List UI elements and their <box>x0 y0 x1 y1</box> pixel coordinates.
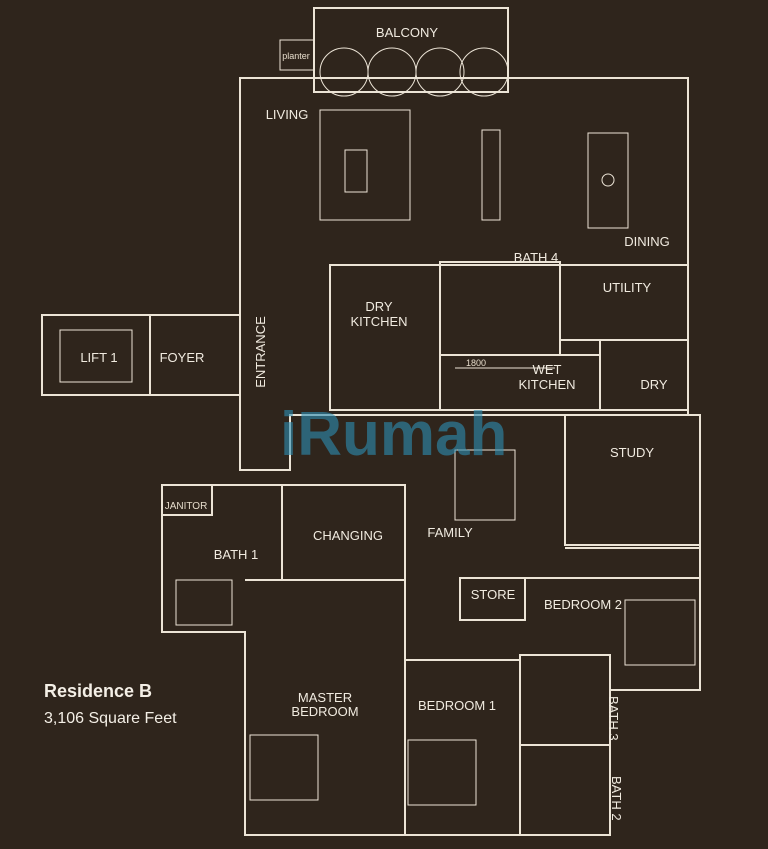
label-master-1: MASTER <box>298 690 352 705</box>
label-store: STORE <box>471 587 516 602</box>
label-entrance: ENTRANCE <box>253 316 268 388</box>
label-foyer: FOYER <box>160 350 205 365</box>
label-bath2: BATH 2 <box>609 776 624 821</box>
residence-area: 3,106 Square Feet <box>44 710 177 727</box>
label-dry-kitchen-2: KITCHEN <box>350 314 407 329</box>
utility-area <box>559 264 689 341</box>
label-planter: planter <box>282 51 310 61</box>
dimension-label: 1800 <box>466 358 486 368</box>
walls <box>41 7 701 836</box>
watermark-text: iRumah <box>280 400 507 469</box>
bath4-area <box>439 261 561 356</box>
label-living: LIVING <box>266 107 309 122</box>
bath3-area <box>519 654 611 746</box>
room-labels: BALCONY planter LIVING DINING BATH 4 UTI… <box>80 25 669 821</box>
wet-kitchen-area <box>439 354 601 411</box>
label-dining: DINING <box>624 234 670 249</box>
furniture <box>175 109 696 806</box>
store-area <box>459 577 526 621</box>
label-dry-kitchen-1: DRY <box>365 299 393 314</box>
label-bath3: BATH 3 <box>606 696 621 741</box>
label-wet-kitchen-1: WET <box>533 362 562 377</box>
residence-title: Residence B <box>44 681 153 701</box>
label-master-2: BEDROOM <box>291 704 358 719</box>
label-bath4: BATH 4 <box>514 250 559 265</box>
dry-area <box>599 339 689 411</box>
planter-box <box>279 39 315 71</box>
janitor-area <box>161 484 213 516</box>
label-lift: LIFT 1 <box>80 350 117 365</box>
balcony-area <box>313 7 509 93</box>
label-wet-kitchen-2: KITCHEN <box>518 377 575 392</box>
label-family: FAMILY <box>427 525 473 540</box>
label-balcony: BALCONY <box>376 25 438 40</box>
label-bedroom2: BEDROOM 2 <box>544 597 622 612</box>
label-bath1: BATH 1 <box>214 547 259 562</box>
label-dry: DRY <box>640 377 668 392</box>
label-bedroom1: BEDROOM 1 <box>418 698 496 713</box>
bath2-area <box>519 744 611 836</box>
label-janitor: JANITOR <box>165 501 208 512</box>
label-study: STUDY <box>610 445 654 460</box>
dry-kitchen-area <box>329 264 441 411</box>
study-area <box>564 414 701 546</box>
label-utility: UTILITY <box>603 280 652 295</box>
label-changing: CHANGING <box>313 528 383 543</box>
